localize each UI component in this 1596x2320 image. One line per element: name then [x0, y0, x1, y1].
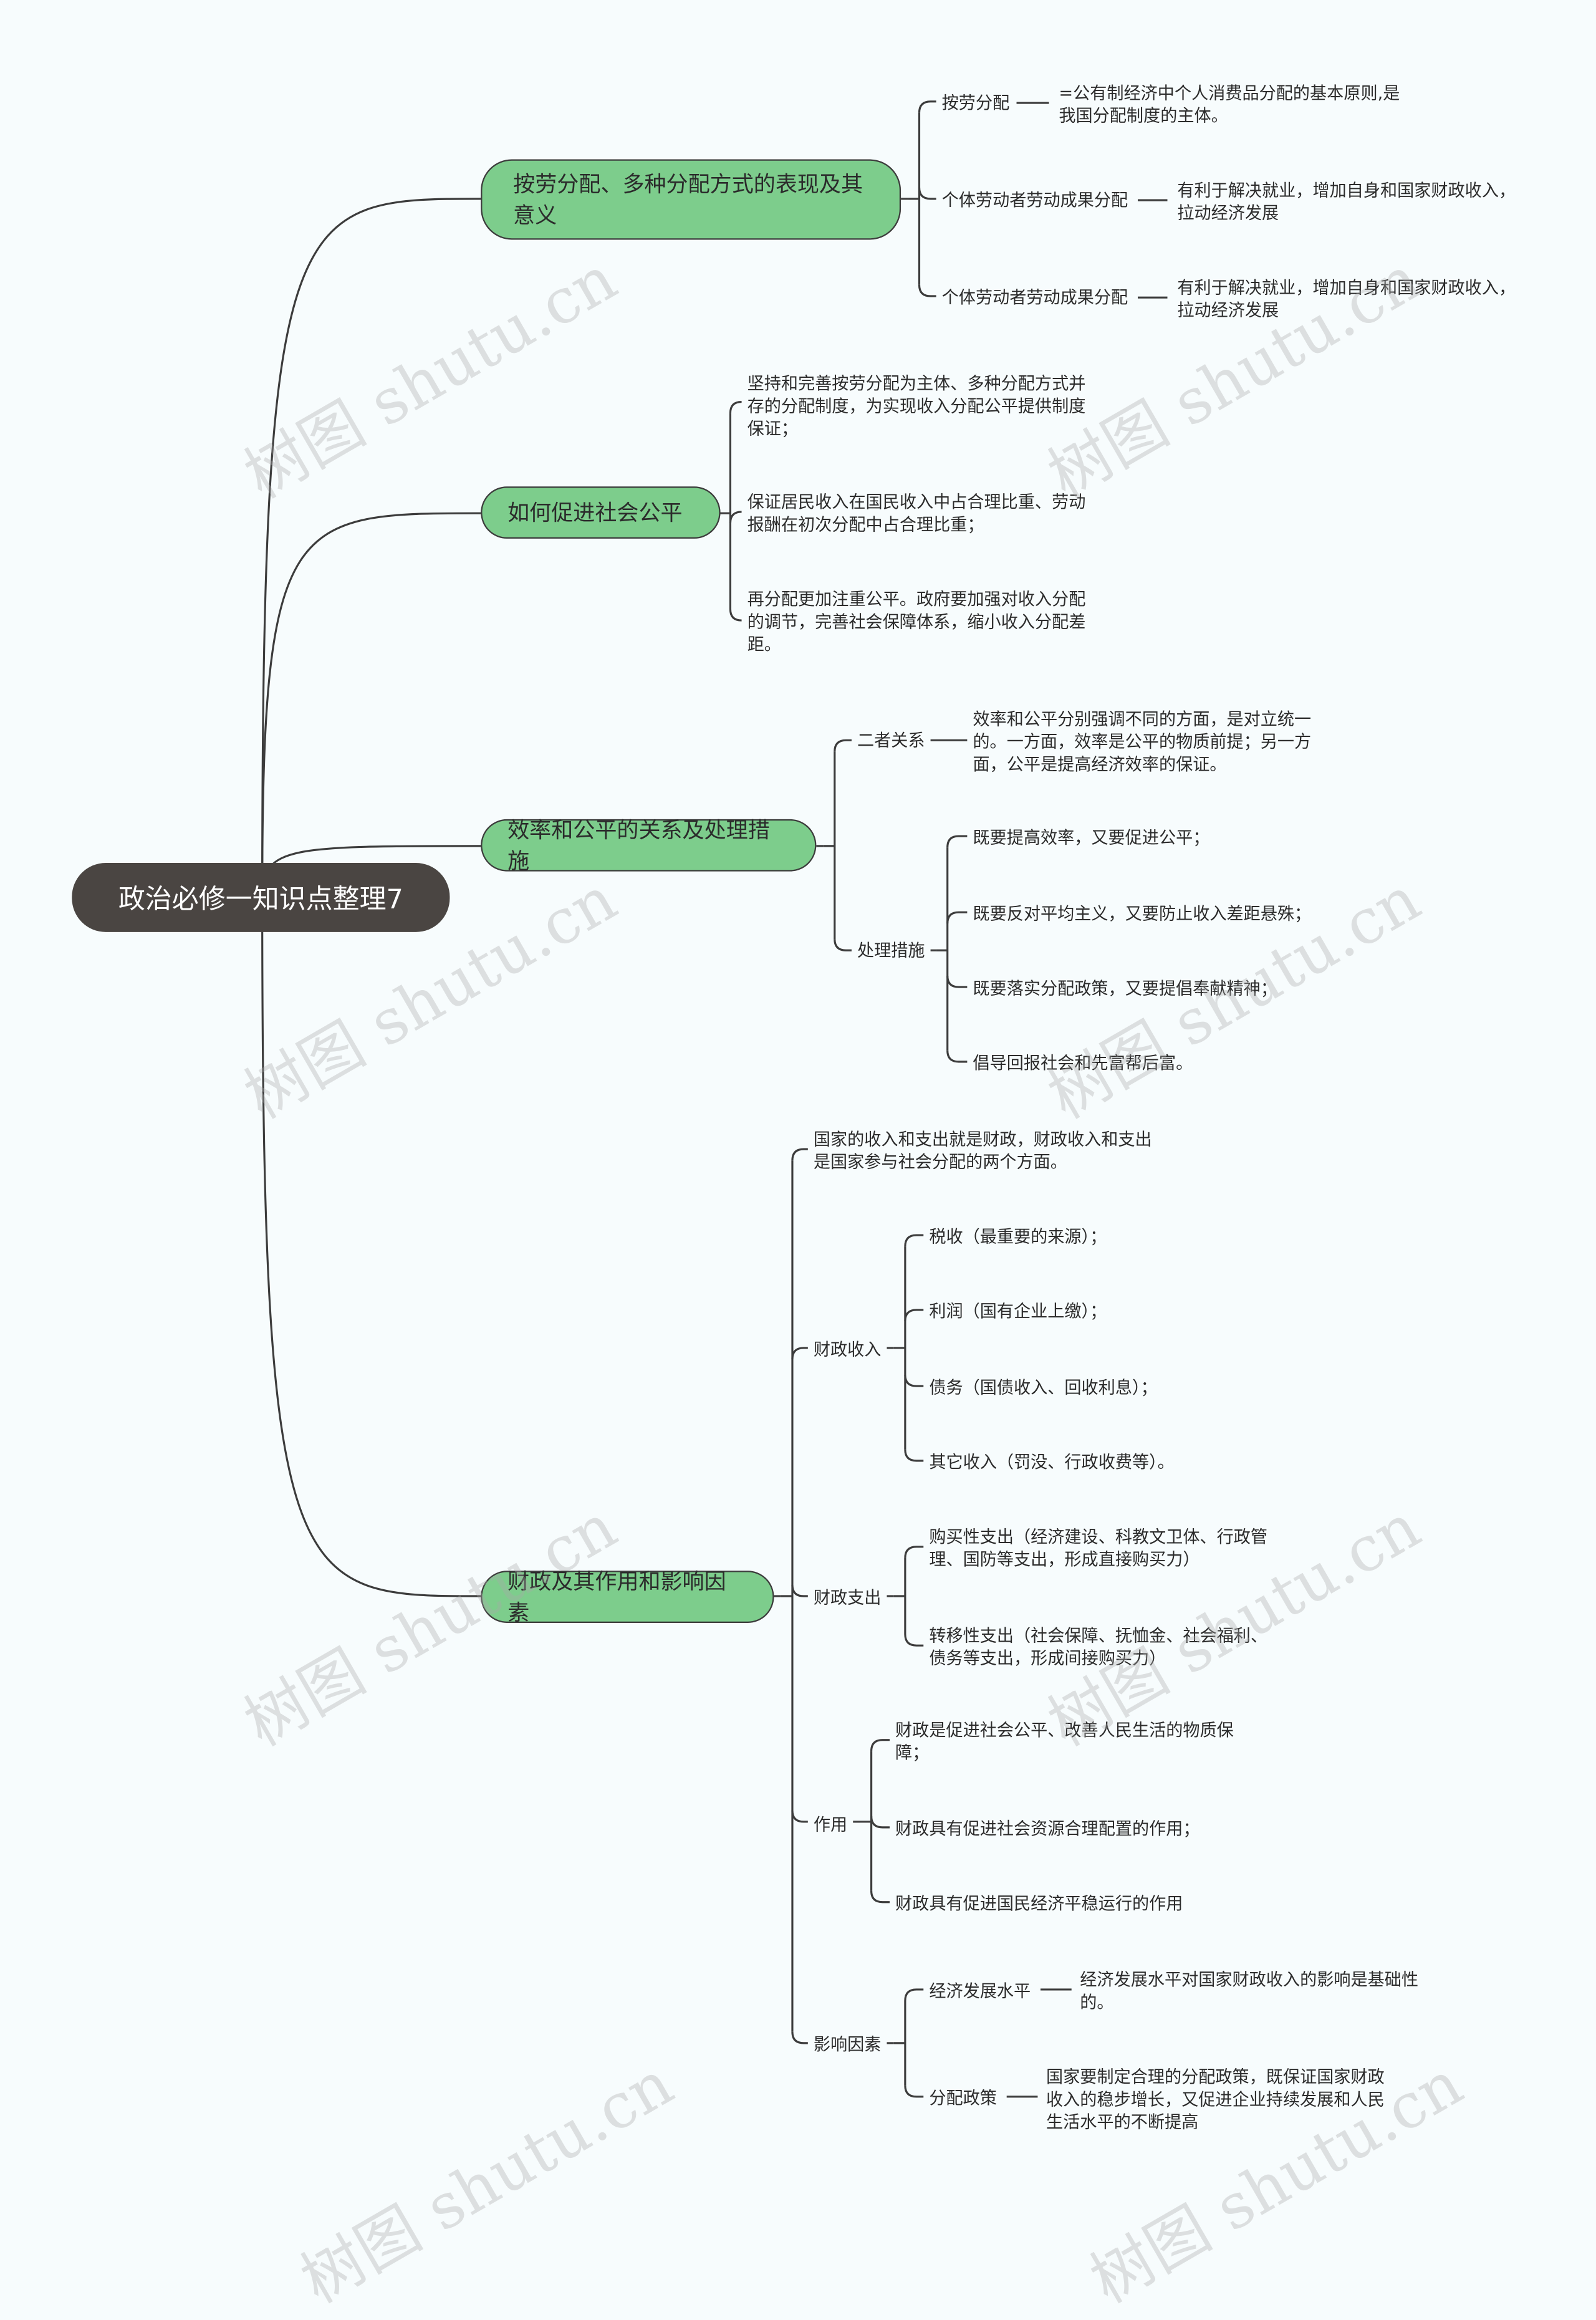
- leaf-revenue-4[interactable]: 其它收入（罚没、行政收费等）。: [929, 1452, 1175, 1472]
- branch-finance[interactable]: 财政及其作用和影响因素: [481, 1569, 774, 1625]
- bracket-revenue: [904, 1234, 924, 1247]
- bracket-factors: [904, 2085, 924, 2098]
- leaf-expenditure-2[interactable]: 转移性支出（社会保障、抚恤金、社会福利、债务等支出，形成间接购买力）: [929, 1625, 1268, 1668]
- bracket-revenue: [904, 1374, 924, 1387]
- bracket-branch4: [791, 2031, 808, 2044]
- root-node[interactable]: 政治必修一知识点整理7: [72, 863, 450, 932]
- bracket-branch4: [791, 1148, 808, 1161]
- leaf-revenue-2[interactable]: 利润（国有企业上缴）；: [929, 1301, 1107, 1322]
- sub-measures[interactable]: 处理措施: [857, 940, 925, 961]
- bracket-expenditure: [904, 1546, 924, 1559]
- bracket-branch4: [791, 1584, 808, 1597]
- sub-function[interactable]: 作用: [813, 1814, 848, 1835]
- leaf-economic-level[interactable]: 经济发展水平对国家财政收入的影响是基础性的。: [1080, 1970, 1419, 2013]
- sub-expenditure[interactable]: 财政支出: [813, 1587, 882, 1608]
- root-connector: [261, 897, 481, 1597]
- leaf-geti-1[interactable]: 有利于解决就业，增加自身和国家财政收入，拉动经济发展: [1177, 180, 1516, 223]
- bracket-revenue: [904, 1309, 924, 1322]
- leaf-relation[interactable]: 效率和公平分别强调不同的方面，是对立统一的。一方面，效率是公平的物质前提；另一方…: [973, 709, 1312, 774]
- leaf-revenue-3[interactable]: 债务（国债收入、回收利息）；: [929, 1377, 1158, 1398]
- bracket-measures: [946, 975, 968, 988]
- root-connector: [261, 198, 481, 897]
- leaf-fairness-1[interactable]: 坚持和完善按劳分配为主体、多种分配方式并存的分配制度，为实现收入分配公平提供制度…: [747, 373, 1086, 439]
- leaf-measure-4[interactable]: 倡导回报社会和先富帮后富。: [973, 1053, 1193, 1073]
- bracket-function: [870, 1890, 890, 1904]
- leaf-distribution-policy[interactable]: 国家要制定合理的分配政策，既保证国家财政收入的稳步增长，又促进企业持续发展和人民…: [1046, 2067, 1385, 2132]
- sub-economic-level[interactable]: 经济发展水平: [929, 1981, 1031, 2001]
- sub-geti-2[interactable]: 个体劳动者劳动成果分配: [941, 287, 1128, 308]
- leaf-geti-2[interactable]: 有利于解决就业，增加自身和国家财政收入，拉动经济发展: [1177, 277, 1516, 320]
- sub-distribution-policy[interactable]: 分配政策: [929, 2088, 997, 2108]
- bracket-measures: [946, 911, 968, 924]
- bracket-branch4: [791, 1810, 808, 1823]
- leaf-expenditure-1[interactable]: 购买性支出（经济建设、科教文卫体、行政管理、国防等支出，形成直接购买力）: [929, 1527, 1268, 1570]
- branch-distribution[interactable]: 按劳分配、多种分配方式的表现及其意义: [481, 159, 901, 240]
- bracket-branch2: [729, 511, 742, 524]
- bracket-measures: [946, 1050, 968, 1063]
- leaf-measure-3[interactable]: 既要落实分配政策，又要提倡奉献精神；: [973, 978, 1277, 999]
- bracket-branch3: [834, 739, 852, 752]
- sub-factors[interactable]: 影响因素: [813, 2034, 882, 2054]
- leaf-revenue-1[interactable]: 税收（最重要的来源）；: [929, 1226, 1107, 1247]
- leaf-measure-2[interactable]: 既要反对平均主义，又要防止收入差距悬殊；: [973, 903, 1312, 924]
- sub-revenue[interactable]: 财政收入: [813, 1339, 882, 1360]
- leaf-fairness-2[interactable]: 保证居民收入在国民收入中占合理比重、劳动报酬在初次分配中占合理比重；: [747, 492, 1086, 535]
- bracket-branch1: [918, 284, 936, 297]
- bracket-measures: [946, 835, 968, 848]
- branch-efficiency-fairness[interactable]: 效率和公平的关系及处理措施: [481, 817, 817, 874]
- leaf-fairness-3[interactable]: 再分配更加注重公平。政府要加强对收入分配的调节，完善社会保障体系，缩小收入分配差…: [747, 589, 1086, 655]
- bracket-revenue: [904, 1449, 924, 1462]
- bracket-branch1: [918, 100, 936, 113]
- sub-geti-1[interactable]: 个体劳动者劳动成果分配: [941, 190, 1128, 210]
- leaf-finance-intro[interactable]: 国家的收入和支出就是财政，财政收入和支出是国家参与社会分配的两个方面。: [813, 1129, 1152, 1172]
- leaf-anlao[interactable]: =公有制经济中个人消费品分配的基本原则,是我国分配制度的主体。: [1059, 83, 1400, 126]
- bracket-branch4: [791, 1347, 808, 1360]
- mind-map-canvas: 政治必修一知识点整理7 按劳分配、多种分配方式的表现及其意义 按劳分配 =公有制…: [72, 83, 1516, 2318]
- leaf-measure-1[interactable]: 既要提高效率，又要促进公平；: [973, 827, 1210, 848]
- leaf-function-1[interactable]: 财政是促进社会公平、改善人民生活的物质保障；: [895, 1720, 1234, 1763]
- bracket-function: [870, 1816, 890, 1829]
- sub-anlao[interactable]: 按劳分配: [941, 93, 1010, 113]
- sub-relation[interactable]: 二者关系: [857, 730, 925, 751]
- bracket-factors: [904, 1988, 924, 2001]
- root-connector: [261, 512, 481, 897]
- leaf-function-3[interactable]: 财政具有促进国民经济平稳运行的作用: [895, 1894, 1183, 1913]
- leaf-function-2[interactable]: 财政具有促进社会资源合理配置的作用；: [895, 1819, 1200, 1839]
- bracket-branch2: [729, 609, 742, 622]
- connector-lines: [261, 100, 1168, 2098]
- bracket-branch1: [918, 187, 936, 200]
- bracket-expenditure: [904, 1634, 924, 1647]
- branch-social-fairness[interactable]: 如何促进社会公平: [481, 486, 721, 539]
- bracket-branch3: [834, 939, 852, 951]
- bracket-function: [870, 1739, 890, 1751]
- bracket-branch2: [729, 400, 742, 413]
